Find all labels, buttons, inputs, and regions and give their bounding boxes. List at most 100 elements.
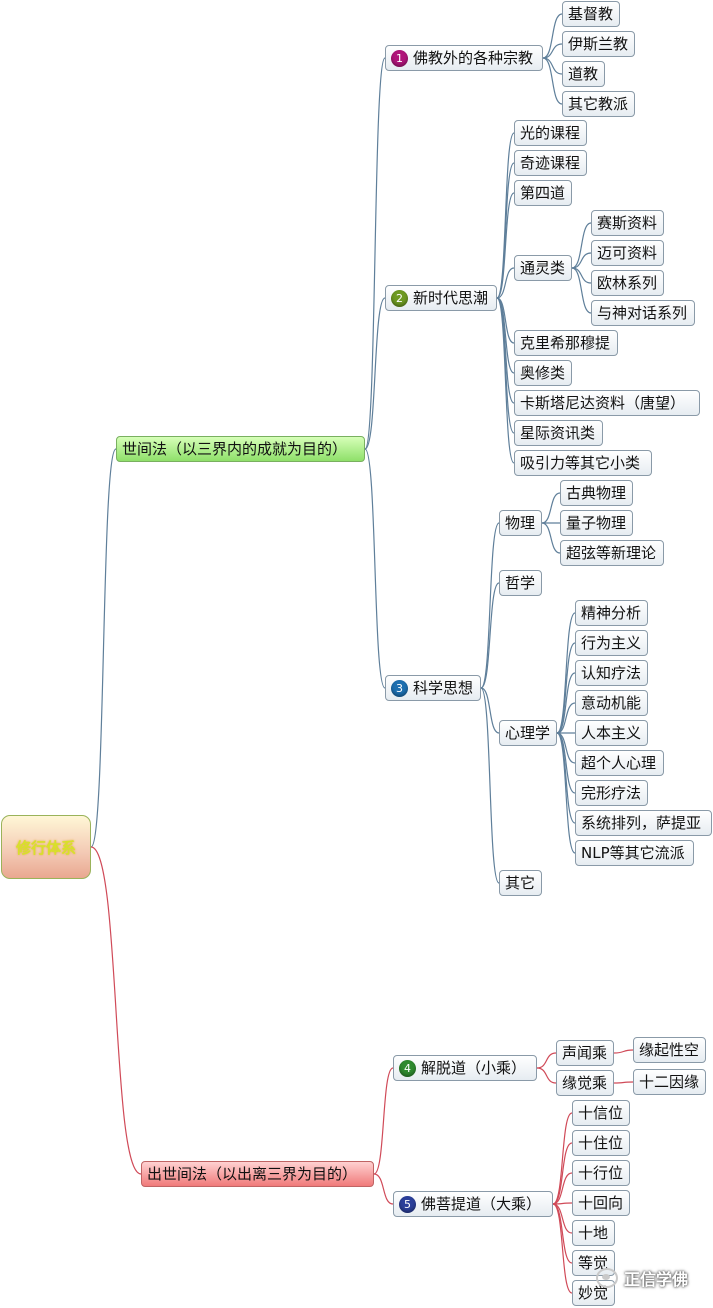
newage-law-of-attraction[interactable]: 吸引力等其它小类 (514, 450, 652, 476)
connector-line (613, 1081, 634, 1084)
connector-line (542, 13, 563, 59)
channeling-seth[interactable]: 赛斯资料 (591, 210, 664, 236)
group-label: 解脱道（小乘） (421, 1059, 527, 1077)
wechat-icon (596, 1268, 618, 1288)
group-label: 科学思想 (413, 679, 474, 697)
psych-conative-functional[interactable]: 意动机能 (575, 690, 648, 716)
group-label: 新时代思潮 (413, 289, 489, 307)
number-badge-icon: 5 (399, 1196, 416, 1213)
newage-osho[interactable]: 奥修类 (514, 360, 572, 386)
psych-psychoanalysis[interactable]: 精神分析 (575, 600, 648, 626)
connector-line (496, 162, 515, 299)
connector-line (542, 57, 563, 105)
science-philosophy[interactable]: 哲学 (499, 570, 542, 596)
connector-line (613, 1049, 634, 1054)
connector-line (541, 492, 561, 524)
number-badge-icon: 2 (391, 290, 408, 307)
number-badge-icon: 1 (391, 50, 408, 67)
group-new-age[interactable]: 2 新时代思潮 (385, 285, 497, 311)
science-others[interactable]: 其它 (499, 870, 542, 896)
channeling-orin[interactable]: 欧林系列 (591, 270, 664, 296)
physics-quantum[interactable]: 量子物理 (560, 510, 633, 536)
group-other-religions[interactable]: 1 佛教外的各种宗教 (385, 45, 543, 71)
psych-behaviorism[interactable]: 行为主义 (575, 630, 648, 656)
connector-line (552, 1203, 573, 1294)
psych-cognitive-therapy[interactable]: 认知疗法 (575, 660, 648, 686)
newage-course-in-miracles[interactable]: 奇迹课程 (514, 150, 587, 176)
group-label: 佛教外的各种宗教 (413, 49, 534, 67)
pratyeka-twelve-links[interactable]: 十二因缘 (633, 1069, 706, 1095)
group-liberation-path[interactable]: 4 解脱道（小乘） (393, 1055, 537, 1081)
psych-humanistic[interactable]: 人本主义 (575, 720, 648, 746)
connector-line (556, 642, 576, 734)
connector-line (541, 522, 561, 554)
watermark-text: 正信学佛 (624, 1270, 689, 1289)
religion-taoism[interactable]: 道教 (562, 61, 605, 87)
connector-line (496, 192, 515, 299)
number-badge-icon: 4 (399, 1060, 416, 1077)
root-node[interactable]: 修行体系 (1, 815, 91, 879)
psych-transpersonal[interactable]: 超个人心理 (575, 750, 664, 776)
physics-classical[interactable]: 古典物理 (560, 480, 633, 506)
connector-line (364, 57, 386, 450)
branch-transcendent[interactable]: 出世间法（以出离三界为目的） (141, 1161, 374, 1187)
connector-line (556, 672, 576, 734)
psych-gestalt[interactable]: 完形疗法 (575, 780, 648, 806)
connector-line (364, 448, 386, 689)
connector-line (90, 846, 142, 1175)
stage-ten-faiths[interactable]: 十信位 (572, 1100, 630, 1126)
stage-ten-grounds[interactable]: 十地 (572, 1220, 615, 1246)
stage-ten-dedications[interactable]: 十回向 (572, 1190, 630, 1216)
connector-line (536, 1052, 557, 1069)
connector-line (552, 1112, 573, 1205)
group-science[interactable]: 3 科学思想 (385, 675, 481, 701)
connector-line (496, 132, 515, 299)
connector-line (552, 1203, 573, 1234)
science-psychology[interactable]: 心理学 (499, 720, 557, 746)
religion-islam[interactable]: 伊斯兰教 (562, 31, 635, 57)
connector-line (542, 43, 563, 59)
branch-worldly[interactable]: 世间法（以三界内的成就为目的） (116, 436, 365, 462)
physics-string-theory[interactable]: 超弦等新理论 (560, 540, 664, 566)
newage-channeling[interactable]: 通灵类 (514, 255, 572, 281)
newage-krishnamurti[interactable]: 克里希那穆提 (514, 330, 618, 356)
science-physics[interactable]: 物理 (499, 510, 542, 536)
connector-line (496, 267, 515, 299)
vehicle-sravaka[interactable]: 声闻乘 (556, 1040, 614, 1066)
group-label: 佛菩提道（大乘） (421, 1195, 542, 1213)
connector-line (552, 1142, 573, 1205)
connector-line (364, 297, 386, 450)
religion-others[interactable]: 其它教派 (562, 91, 635, 117)
stage-ten-abodes[interactable]: 十住位 (572, 1130, 630, 1156)
connector-line (480, 687, 500, 884)
channeling-cwg[interactable]: 与神对话系列 (591, 300, 695, 326)
newage-fourth-way[interactable]: 第四道 (514, 180, 572, 206)
number-badge-icon: 3 (391, 680, 408, 697)
sravaka-emptiness[interactable]: 缘起性空 (633, 1037, 706, 1063)
vehicle-pratyekabuddha[interactable]: 缘觉乘 (556, 1070, 614, 1096)
connector-line (373, 1067, 394, 1175)
newage-course-of-light[interactable]: 光的课程 (514, 120, 587, 146)
stage-ten-practices[interactable]: 十行位 (572, 1160, 630, 1186)
newage-interstellar[interactable]: 星际资讯类 (514, 420, 603, 446)
newage-castaneda[interactable]: 卡斯塔尼达资料（唐望） (514, 390, 700, 416)
connector-line (571, 267, 592, 314)
watermark: 正信学佛 (596, 1264, 688, 1292)
connector-line (556, 702, 576, 734)
connector-line (571, 252, 592, 269)
connector-line (542, 57, 563, 75)
religion-christianity[interactable]: 基督教 (562, 1, 620, 27)
connector-line (496, 297, 515, 464)
connector-line (90, 448, 117, 848)
channeling-michael[interactable]: 迈可资料 (591, 240, 664, 266)
psych-nlp[interactable]: NLP等其它流派 (575, 840, 694, 866)
connector-line (480, 522, 500, 689)
connector-line (480, 582, 500, 689)
connector-line (373, 1173, 394, 1205)
group-bodhi-path[interactable]: 5 佛菩提道（大乘） (393, 1191, 553, 1217)
psych-constellation-satir[interactable]: 系统排列，萨提亚 (575, 810, 712, 836)
connector-line (556, 732, 576, 854)
connector-line (571, 222, 592, 269)
connector-line (556, 612, 576, 734)
